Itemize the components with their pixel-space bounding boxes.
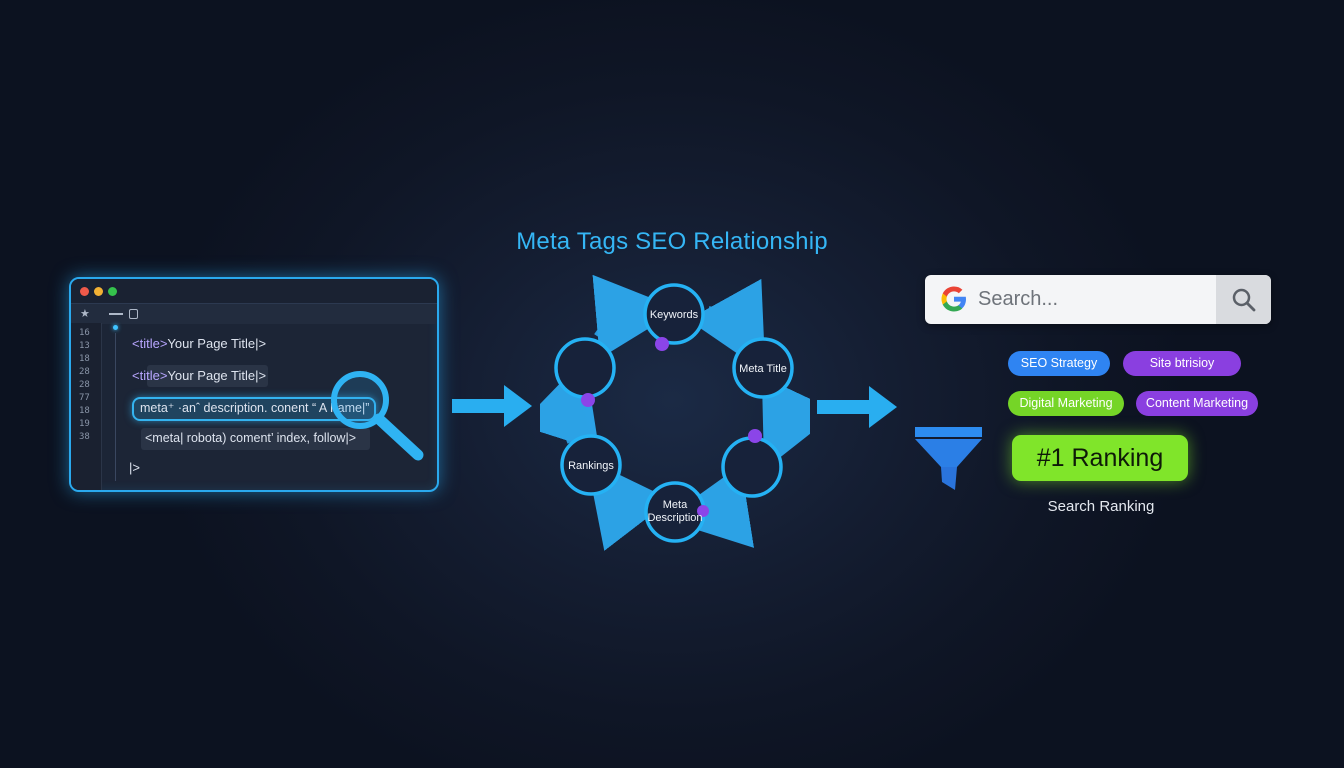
tag-digital-marketing[interactable]: Digital Marketing <box>1008 391 1124 416</box>
line-number: 13 <box>79 341 90 351</box>
cursor-dot-icon <box>113 325 118 330</box>
node-label-keywords: Keywords <box>650 309 699 321</box>
node-label-description: Description <box>647 512 702 524</box>
connector-dot-icon <box>697 505 709 517</box>
node-empty-left <box>554 337 616 399</box>
window-titlebar <box>71 279 437 303</box>
line-number: 16 <box>79 328 90 338</box>
line-number: 19 <box>79 419 90 429</box>
tag-content-marketing[interactable]: Content Marketing <box>1136 391 1258 416</box>
search-button[interactable] <box>1216 275 1271 324</box>
search-input[interactable]: Search... <box>978 288 1059 310</box>
cycle-arc <box>687 278 766 373</box>
code-line-meta-description: meta⁺ ·anˆ description. conent “ A Fame|… <box>140 401 370 415</box>
star-icon[interactable]: ★ <box>80 308 90 320</box>
maximize-dot-icon[interactable] <box>108 287 117 296</box>
code-line-title-2: <title>Your Page Title|> <box>132 368 267 383</box>
editor-toolbar: ★ <box>71 303 437 324</box>
funnel-icon <box>915 427 982 490</box>
cycle-arc <box>540 357 600 451</box>
square-icon[interactable] <box>129 309 138 319</box>
flow-arrow-right-icon <box>452 385 532 427</box>
line-number: 28 <box>79 380 90 390</box>
node-label-meta-title: Meta Title <box>739 363 787 375</box>
line-number-gutter: 16 13 18 28 28 77 18 19 38 <box>71 323 102 490</box>
indent-guide <box>115 333 116 481</box>
node-empty-right <box>721 436 783 498</box>
code-line-close: |> <box>129 460 140 475</box>
minimize-dot-icon[interactable] <box>94 287 103 296</box>
connector-dot-icon <box>748 429 762 443</box>
node-rankings <box>560 434 622 496</box>
minus-icon[interactable] <box>109 313 123 315</box>
flow-arrow-right-icon <box>817 386 897 428</box>
diagram-title: Meta Tags SEO Relationship <box>516 228 828 255</box>
line-number: 38 <box>79 432 90 442</box>
node-label-rankings: Rankings <box>568 460 614 472</box>
cycle-arc <box>592 275 680 359</box>
ranking-badge: #1 Ranking <box>1012 435 1188 481</box>
magnifier-icon <box>331 371 424 461</box>
code-line-highlight <box>147 365 268 387</box>
search-bar[interactable]: Search... <box>925 275 1271 324</box>
cycle-arc <box>761 376 810 471</box>
node-meta-title <box>732 337 794 399</box>
node-keywords <box>643 283 705 345</box>
line-number: 28 <box>79 367 90 377</box>
code-line-title-1: <title>Your Page Title|> <box>132 336 267 351</box>
google-logo-icon <box>941 286 966 312</box>
line-number: 18 <box>79 406 90 416</box>
cycle-arc <box>586 458 671 551</box>
seo-cycle-diagram: Keywords Meta Title Meta Description Ran… <box>540 275 810 551</box>
tag-seo-strategy[interactable]: SEO Strategy <box>1008 351 1110 376</box>
ranking-caption: Search Ranking <box>1047 498 1155 515</box>
line-number: 18 <box>79 354 90 364</box>
tag-site-strategy[interactable]: Sitə btrisioy <box>1123 351 1241 376</box>
close-dot-icon[interactable] <box>80 287 89 296</box>
line-number: 77 <box>79 393 90 403</box>
connector-dot-icon <box>581 393 595 407</box>
connector-dot-icon <box>655 337 669 351</box>
node-label-meta: Meta <box>663 499 688 511</box>
search-icon <box>1232 288 1256 312</box>
code-line-meta-robots: <meta| robota) coment’ index, follow|> <box>145 431 356 445</box>
code-line-highlight <box>141 428 370 450</box>
cycle-arc <box>664 464 755 548</box>
